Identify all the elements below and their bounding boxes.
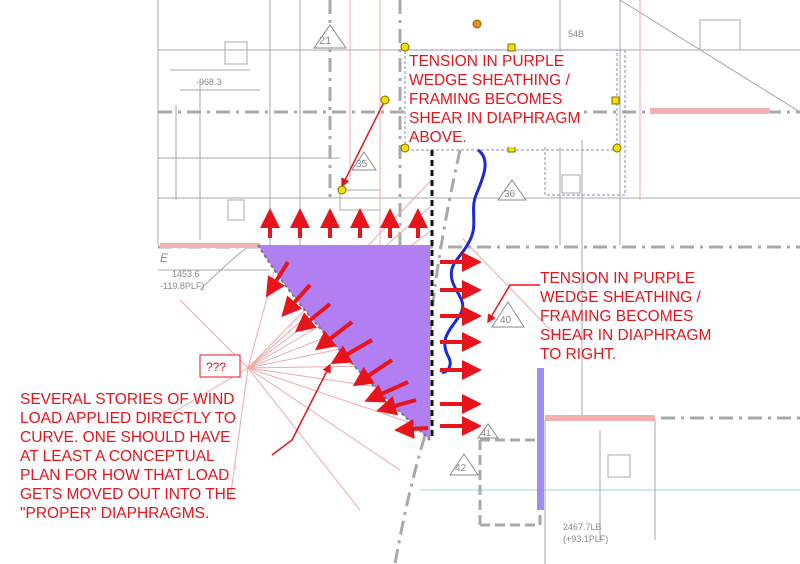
dimension-top: -968.3 xyxy=(196,77,222,87)
leader-top xyxy=(341,99,386,188)
callout-left-line: CURVE. ONE SHOULD HAVE xyxy=(20,429,231,446)
callout-right-line: TO RIGHT. xyxy=(540,346,617,363)
dimension-bottom-1: 2467.7LB xyxy=(563,522,602,532)
blue-deflection-curve xyxy=(441,148,487,374)
purple-wedge xyxy=(258,245,430,440)
drawing-tags xyxy=(313,24,527,476)
callout-right-line: TENSION IN PURPLE xyxy=(540,270,696,287)
callout-top: TENSION IN PURPLE WEDGE SHEATHING / FRAM… xyxy=(409,52,581,147)
hatch-strips xyxy=(160,108,770,421)
dimension-left-2: -119.8PLF) xyxy=(160,281,204,291)
callout-right-line: SHEAR IN DIAPHRAGM xyxy=(540,327,712,344)
callout-top-line: FRAMING BECOMES xyxy=(409,91,563,108)
tag-35-label: 35 xyxy=(356,159,368,170)
callout-top-line: SHEAR IN DIAPHRAGM xyxy=(409,110,581,127)
callout-right-line: WEDGE SHEATHING / xyxy=(540,289,701,306)
callout-top-line: ABOVE. xyxy=(409,129,467,146)
callout-right: TENSION IN PURPLE WEDGE SHEATHING / FRAM… xyxy=(540,269,711,364)
drawing-text: 21 35 36 40 41 42 E 1453.6 -119.8PLF) -9… xyxy=(160,29,608,544)
callout-left-line: GETS MOVED OUT INTO THE xyxy=(20,486,237,503)
callout-left: SEVERAL STORIES OF WIND LOAD APPLIED DIR… xyxy=(20,390,236,523)
unknown-tag-label: ??? xyxy=(206,360,226,374)
leader-left xyxy=(271,363,331,456)
purple-shear-bar xyxy=(537,368,544,510)
dimension-top-right: 54B xyxy=(568,29,584,39)
callout-left-line: PLAN FOR HOW THAT LOAD xyxy=(20,467,230,484)
tag-42-triangle xyxy=(449,453,479,476)
tag-41-triangle xyxy=(477,423,499,439)
dimension-left-1: 1453.6 xyxy=(172,269,200,279)
callout-left-line: LOAD APPLIED DIRECTLY TO xyxy=(20,410,236,427)
tag-41-label: 41 xyxy=(481,428,491,438)
callout-right-line: FRAMING BECOMES xyxy=(540,308,694,325)
grid-label-e: E xyxy=(160,251,169,265)
unknown-tag-box xyxy=(199,354,241,378)
callout-top-line: TENSION IN PURPLE xyxy=(409,53,565,70)
callout-left-line: SEVERAL STORIES OF WIND xyxy=(20,391,235,408)
tag-40-label: 40 xyxy=(500,315,512,326)
up-arrows xyxy=(260,208,428,238)
callout-left-line: AT LEAST A CONCEPTUAL xyxy=(20,448,215,465)
tag-21-triangle xyxy=(313,24,347,49)
callout-left-line: "PROPER" DIAPHRAGMS. xyxy=(20,505,210,522)
leader-right xyxy=(487,284,540,324)
tag-35-triangle xyxy=(351,151,377,171)
tag-36-triangle xyxy=(497,179,527,201)
dimension-bottom-2: (+93.1PLF) xyxy=(563,534,608,544)
right-arrows xyxy=(440,252,482,436)
curve-load-arrows xyxy=(265,260,429,439)
tag-42-label: 42 xyxy=(455,463,467,474)
tag-40-triangle xyxy=(491,301,525,328)
selection-handles[interactable] xyxy=(337,19,622,195)
callout-top-line: WEDGE SHEATHING / xyxy=(409,72,570,89)
leader-lines xyxy=(271,99,540,456)
tag-36-label: 36 xyxy=(504,189,516,200)
tag-21-label: 21 xyxy=(319,35,331,47)
